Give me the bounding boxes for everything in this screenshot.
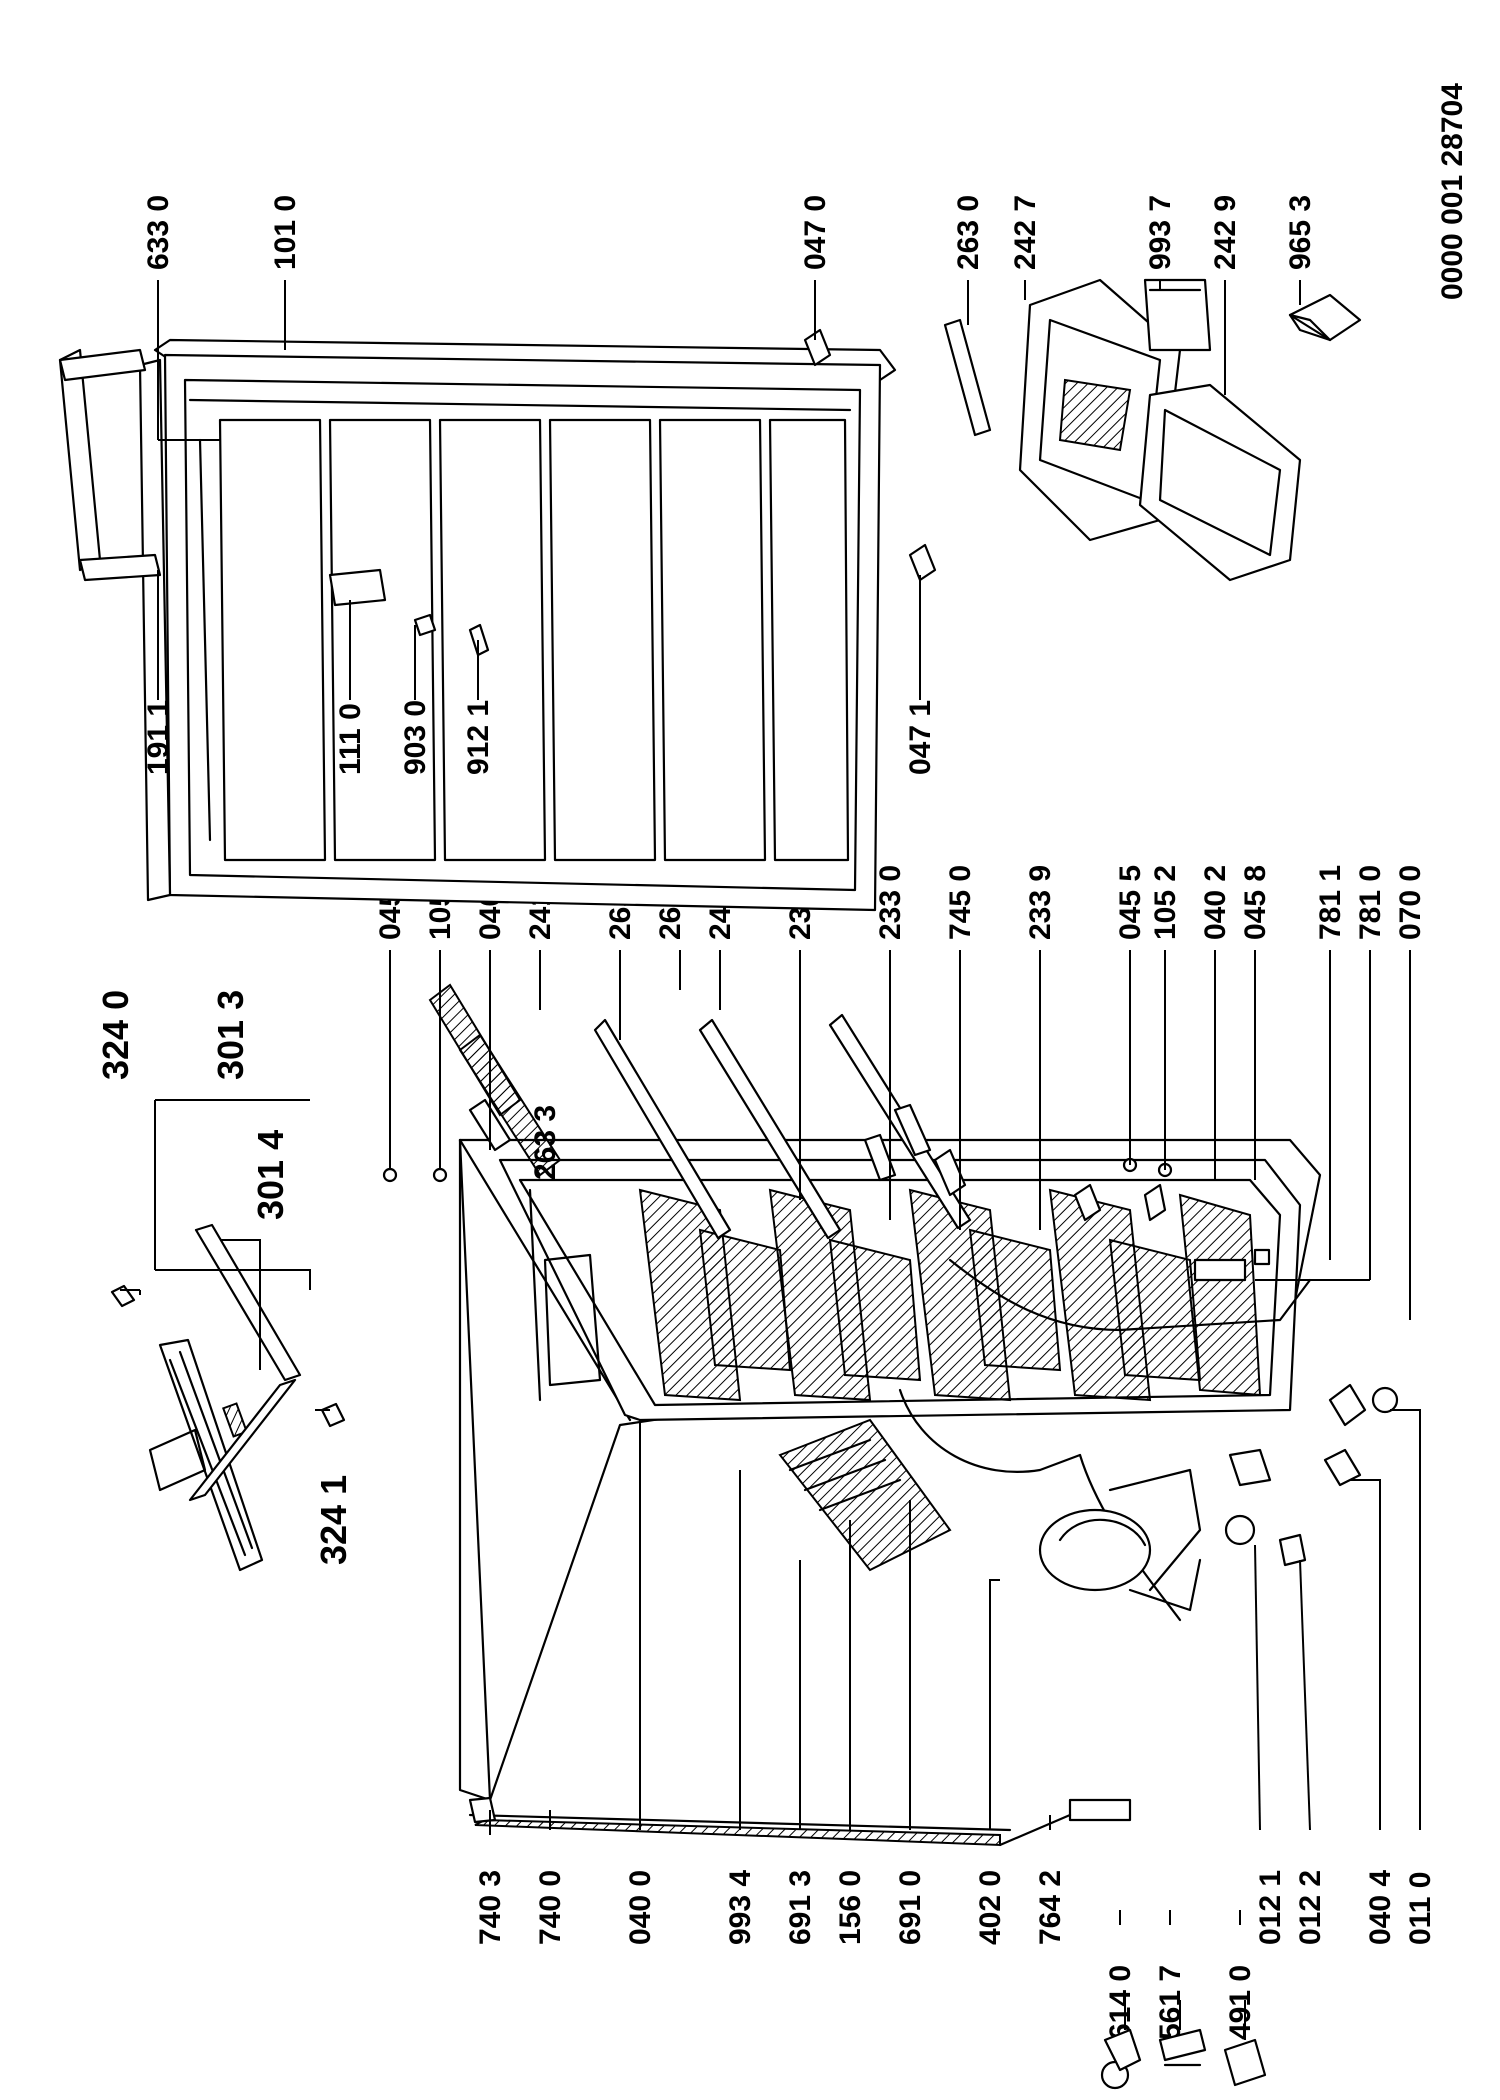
label-6910: 691 0 [894,1870,927,1945]
label-4020: 402 0 [974,1870,1007,1945]
label-0121: 012 1 [1254,1870,1287,1945]
label-0110: 011 0 [1404,1872,1437,1945]
label-0400-bottom: 040 0 [624,1870,657,1945]
drawer-front-9937 [1143,278,1212,352]
basket-front-2331 [593,1018,732,1240]
loose-parts-bottom [1100,2000,1267,2090]
label-7810: 781 0 [1354,865,1387,940]
sensor-5617 [1158,2000,1207,2067]
label-3241: 324 1 [313,1475,354,1565]
label-2633: 263 3 [529,1105,562,1180]
small-clip-3241 [320,1402,346,1428]
control-panel-group [110,1223,346,1572]
label-1110: 111 0 [334,703,367,775]
bracket-4910 [1223,2000,1267,2087]
label-1560: 156 0 [834,1870,867,1945]
shelves-and-baskets [382,983,1271,1282]
control-panel-part [148,1338,264,1572]
label-0458: 045 8 [1239,865,1272,940]
label-2339: 233 9 [1024,865,1057,940]
shelf-2415 [458,1033,562,1177]
label-7403: 740 3 [474,1870,507,1945]
label-1052: 105 2 [1149,865,1182,940]
label-3014: 301 4 [250,1130,291,1220]
part-7811 [1193,1258,1247,1282]
leader-lines-top [120,1099,330,1411]
part-9653 [1288,293,1362,342]
label-9030: 903 0 [399,700,432,775]
label-4910: 491 0 [1224,1965,1257,2040]
freezer-drawers [638,1188,1262,1402]
drawer-2429 [1138,383,1302,582]
document-number: 0000 001 28704 [1436,83,1469,300]
leader-lines-door [157,280,921,700]
label-9653: 965 3 [1284,195,1317,270]
thermostat-6140 [1100,2000,1142,2090]
label-6140: 614 0 [1104,1965,1137,2040]
label-3013: 301 3 [210,990,251,1080]
leader-lines-drawers [967,280,1301,395]
door-gasket-1911 [58,348,162,582]
label-6913: 691 3 [784,1870,817,1945]
compressor [1038,1468,1202,1612]
label-1911: 191 1 [142,700,175,775]
label-2429: 242 9 [1209,195,1242,270]
door-panels [218,418,850,862]
labels-door: 633 0 101 0 191 1 111 0 903 0 912 1 047 … [142,195,937,775]
label-7642: 764 2 [1034,1870,1067,1945]
label-9934: 993 4 [724,1870,757,1945]
label-0402: 040 2 [1199,865,1232,940]
label-1010: 101 0 [269,195,302,270]
drawers-group [943,278,1362,582]
labels-cabinet-left: 740 3 740 0 040 0 993 4 691 3 156 0 691 … [474,1870,1437,2040]
label-2427: 242 7 [1009,195,1042,270]
label-0404: 040 4 [1364,1870,1397,1945]
labels-drawers: 263 0 242 7 993 7 242 9 965 3 [952,195,1317,270]
label-0471: 047 1 [904,700,937,775]
drawer-2427 [1018,278,1182,542]
label-6330: 633 0 [142,195,175,270]
cabinet-body [458,1138,1399,1847]
drawer-handle-2630 [943,318,992,437]
label-0700: 070 0 [1394,865,1427,940]
panel-strip-part [188,1223,302,1502]
freezer-door [138,338,897,912]
label-7400: 740 0 [534,1870,567,1945]
label-0470: 047 0 [799,195,832,270]
part-7810 [1253,1248,1271,1266]
label-3240: 324 0 [95,990,136,1080]
label-7450: 745 0 [944,865,977,940]
leader-lines-cabinet-left [489,1409,1421,1925]
label-2630: 263 0 [952,195,985,270]
label-7811: 781 1 [1314,865,1347,940]
condenser-grid [778,1418,952,1572]
basket-front-2330 [698,1018,842,1240]
label-5617: 561 7 [1154,1965,1187,2040]
label-2330: 233 0 [874,865,907,940]
leader-lines-cabinet-right [389,950,1411,1320]
small-clip-3240 [110,1284,136,1308]
label-9937: 993 7 [1144,195,1177,270]
labels-top-group: 324 0 301 3 301 4 324 1 [95,990,354,1565]
label-0122: 012 2 [1294,1870,1327,1945]
label-0455: 045 5 [1114,865,1147,940]
label-9121: 912 1 [462,700,495,775]
